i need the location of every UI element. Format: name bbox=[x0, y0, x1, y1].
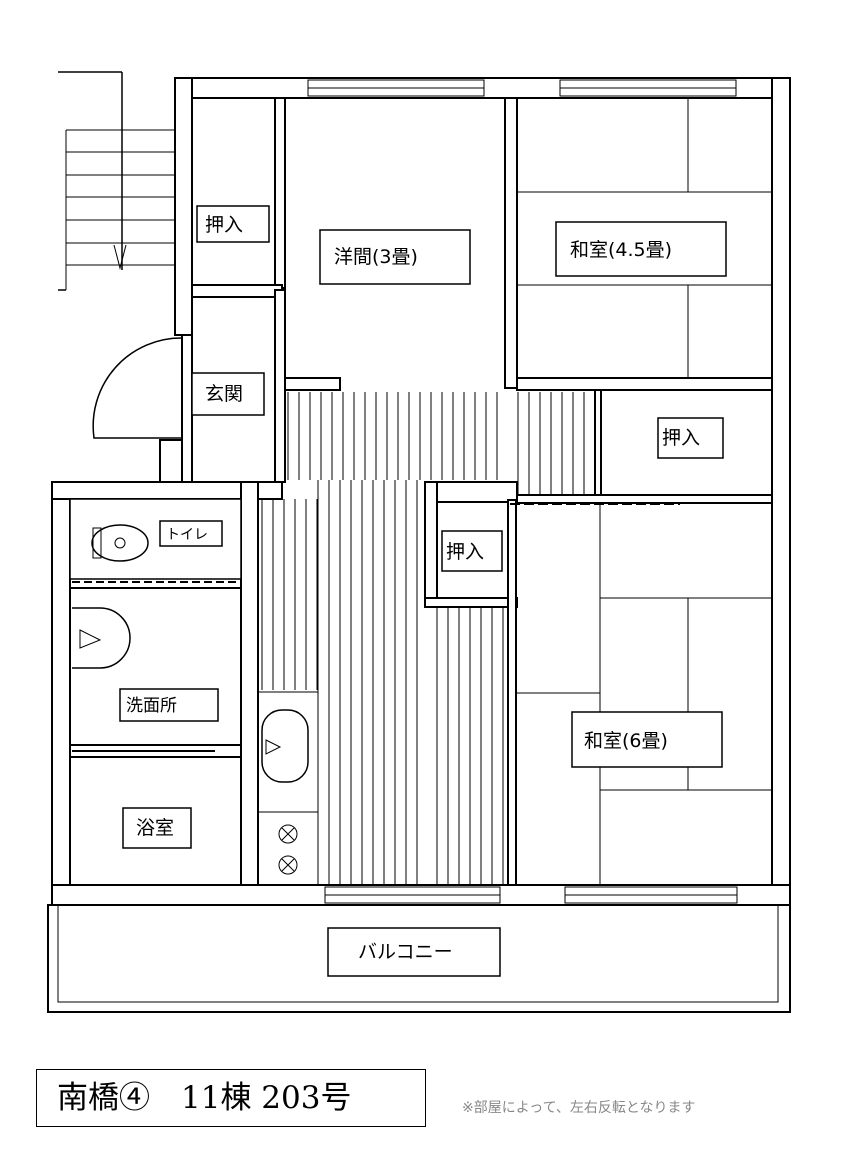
flooring-stripes bbox=[261, 392, 585, 885]
balcony-area bbox=[47, 904, 791, 1013]
room-label-entrance: 玄関 bbox=[191, 372, 265, 416]
svg-text:押入: 押入 bbox=[205, 214, 243, 236]
svg-text:押入: 押入 bbox=[662, 427, 700, 449]
room-label-washroom: 洗面所 bbox=[119, 688, 219, 722]
staircase bbox=[58, 71, 175, 291]
kitchen-fixtures bbox=[257, 691, 319, 886]
room-label-bathroom: 浴室 bbox=[122, 807, 192, 849]
svg-text:バルコニー: バルコニー bbox=[358, 941, 453, 963]
windows bbox=[307, 79, 738, 904]
floor-plan: 押入 洋間(3畳) 和室(4.5畳) 押入 玄関 トイレ 押入 洗面所 和室(6… bbox=[47, 71, 791, 1013]
svg-text:押入: 押入 bbox=[446, 541, 484, 563]
svg-text:和室(6畳): 和室(6畳) bbox=[584, 730, 668, 752]
tatami-lines bbox=[516, 98, 772, 885]
svg-text:洋間(3畳): 洋間(3畳) bbox=[334, 246, 418, 268]
room-label-western-room: 洋間(3畳) bbox=[319, 229, 471, 285]
svg-text:玄関: 玄関 bbox=[205, 383, 243, 405]
room-label-balcony: バルコニー bbox=[327, 927, 501, 977]
unit-title: 南橋④ 11棟 203号 bbox=[36, 1069, 426, 1127]
room-label-closet-2: 押入 bbox=[657, 417, 724, 459]
room-label-closet-3: 押入 bbox=[441, 530, 503, 572]
outer-walls bbox=[51, 77, 791, 906]
room-label-japanese-room-large: 和室(6畳) bbox=[571, 711, 723, 768]
svg-text:和室(4.5畳): 和室(4.5畳) bbox=[570, 239, 672, 261]
svg-text:洗面所: 洗面所 bbox=[126, 696, 177, 716]
svg-text:浴室: 浴室 bbox=[136, 817, 174, 839]
mirror-note: ※部屋によって、左右反転となります bbox=[462, 1100, 696, 1116]
sink-fixture bbox=[72, 607, 215, 752]
interior-walls bbox=[69, 97, 773, 886]
toilet-fixture bbox=[72, 524, 240, 583]
room-label-closet-1: 押入 bbox=[196, 205, 270, 243]
room-label-toilet: トイレ bbox=[159, 520, 223, 547]
svg-text:トイレ: トイレ bbox=[166, 527, 208, 543]
room-label-japanese-room-small: 和室(4.5畳) bbox=[555, 221, 727, 277]
entrance-door[interactable] bbox=[92, 337, 183, 439]
